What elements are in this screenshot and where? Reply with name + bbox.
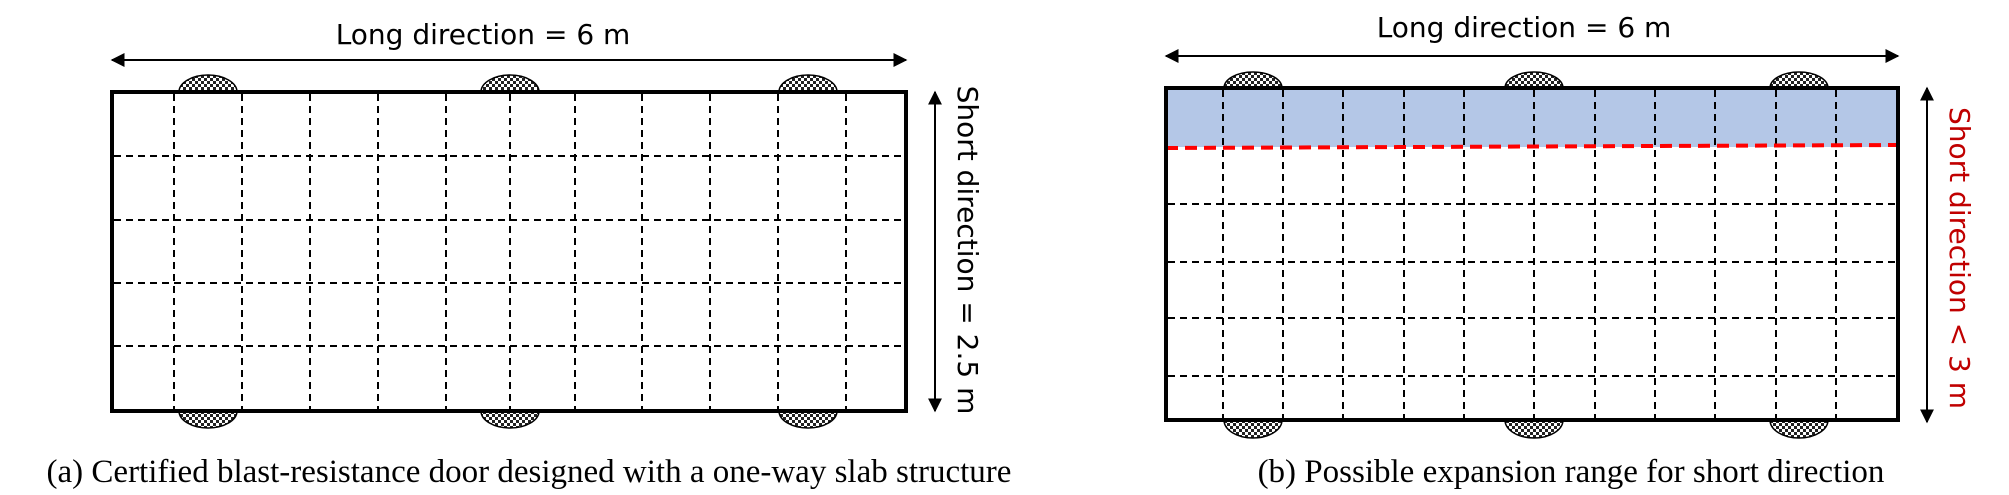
long-direction-label-a: Long direction = 6 m xyxy=(336,18,631,51)
support-top-1-b xyxy=(1223,71,1283,89)
expansion-boundary-line xyxy=(1165,143,1899,150)
long-direction-label-b: Long direction = 6 m xyxy=(1377,11,1672,44)
support-top-3-a xyxy=(778,74,838,93)
support-top-1-a xyxy=(178,74,238,93)
slab-outline-a xyxy=(110,90,908,413)
slab-grid-a xyxy=(114,94,904,409)
panel-a: Long direction = 6 m xyxy=(47,18,1012,490)
caption-a: (a) Certified blast-resistance door desi… xyxy=(47,454,1012,490)
support-top-2-b xyxy=(1504,71,1564,89)
support-bottom-1-b xyxy=(1223,419,1283,439)
support-bottom-3-a xyxy=(778,410,838,429)
support-top-2-a xyxy=(480,74,540,93)
support-top-3-b xyxy=(1769,71,1829,89)
slab-outline-b xyxy=(1164,86,1900,422)
short-direction-label-b: Short direction < 3 m xyxy=(1943,107,1976,409)
support-bottom-2-a xyxy=(480,410,540,429)
caption-b: (b) Possible expansion range for short d… xyxy=(1258,454,1885,490)
short-direction-label-a: Short direction = 2.5 m xyxy=(951,86,984,415)
support-bottom-2-b xyxy=(1504,419,1564,439)
support-bottom-3-b xyxy=(1769,419,1829,439)
support-bottom-1-a xyxy=(178,410,238,429)
panel-b: Long direction = 6 m xyxy=(1164,11,1976,490)
expansion-range-area xyxy=(1166,90,1898,147)
